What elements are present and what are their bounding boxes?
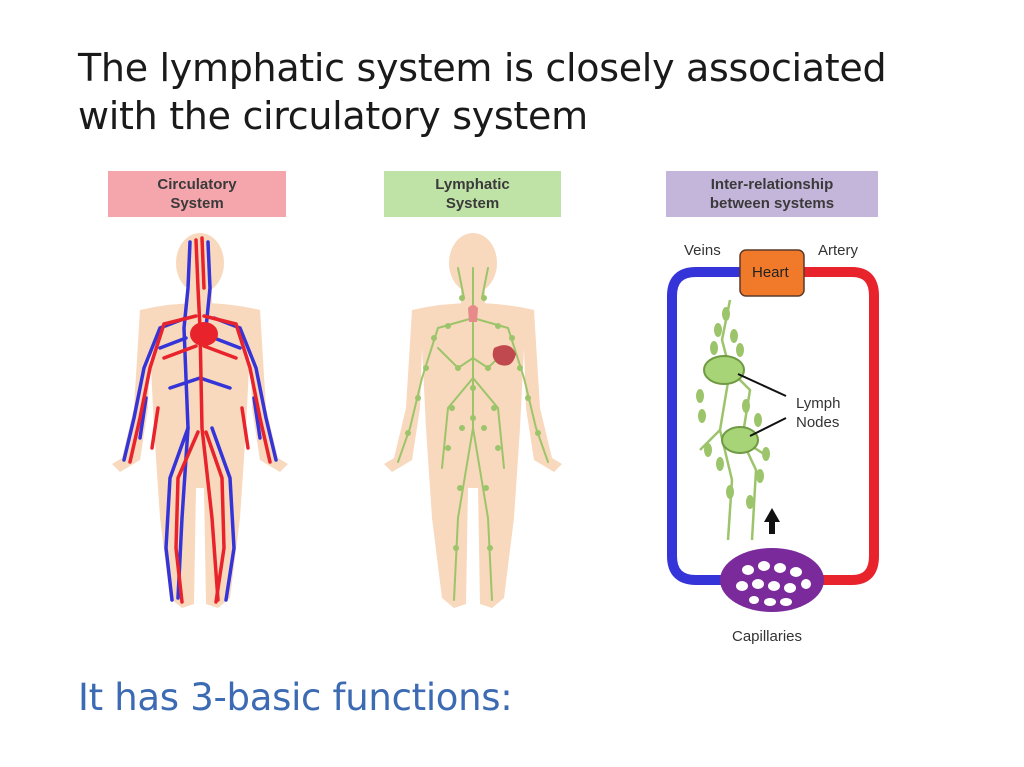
lymphatic-body-figure xyxy=(384,233,562,608)
title-line-1: The lymphatic system is closely associat… xyxy=(78,46,887,90)
lymph-nodes-line2: Nodes xyxy=(796,414,840,431)
lymphatic-system-label: Lymphatic System xyxy=(384,171,561,217)
heart-icon xyxy=(190,322,218,346)
artery-label: Artery xyxy=(818,242,859,259)
vein-network xyxy=(122,240,278,602)
title-line-2: with the circulatory system xyxy=(78,94,588,138)
pointer-line xyxy=(737,373,787,397)
heart-box xyxy=(739,249,805,297)
circulatory-body-figure xyxy=(112,233,288,608)
lymph-node-icon xyxy=(721,426,759,454)
slide-subtitle: It has 3-basic functions: xyxy=(78,676,513,719)
lymph-vessel-leaves xyxy=(696,307,770,509)
inter-label-line2: between systems xyxy=(709,195,835,212)
spleen-icon xyxy=(492,345,516,366)
lymph-nodes-label: Lymph Nodes xyxy=(796,394,840,432)
heart-label: Heart xyxy=(752,264,789,281)
capillary-bed xyxy=(720,548,824,612)
artery-path xyxy=(799,267,879,585)
veins-label: Veins xyxy=(684,242,721,259)
capillaries-label: Capillaries xyxy=(732,628,803,645)
inter-relationship-label: Inter-relationship between systems xyxy=(666,171,878,217)
vein-path xyxy=(667,267,749,585)
circulatory-system-label: Circulatory System xyxy=(108,171,286,217)
inter-label-line1: Inter-relationship xyxy=(710,176,834,193)
lymphatic-label-line1: Lymphatic xyxy=(435,176,510,193)
circulatory-label-line1: Circulatory xyxy=(157,176,237,193)
circulatory-label-line2: System xyxy=(170,195,224,212)
lymphatic-label-line2: System xyxy=(445,195,500,212)
lymph-nodes-line1: Lymph xyxy=(796,395,841,412)
slide-title: The lymphatic system is closely associat… xyxy=(78,44,978,140)
artery-network xyxy=(128,236,272,604)
up-arrow-icon xyxy=(764,508,780,534)
lymph-node-icon xyxy=(703,355,745,385)
inter-relationship-diagram xyxy=(667,249,879,612)
pointer-line xyxy=(749,417,787,437)
thymus-icon xyxy=(468,305,478,322)
